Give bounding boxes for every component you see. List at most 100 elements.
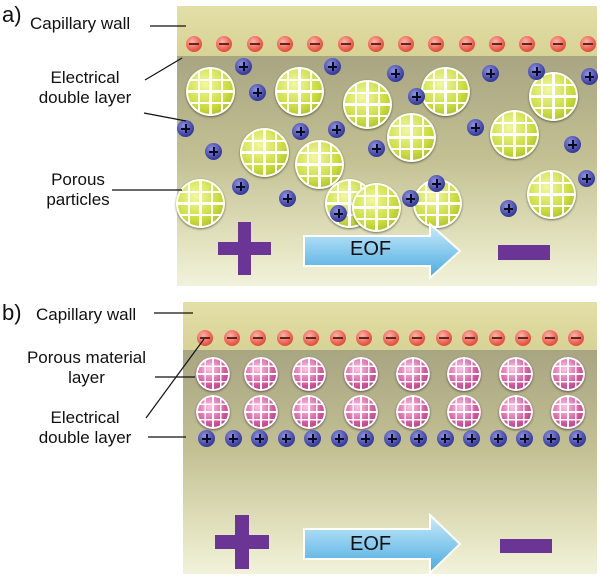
negative-charge-icon [489, 36, 505, 52]
panel-a-tag: a) [2, 2, 22, 27]
porous-material-particle [447, 357, 481, 391]
panel-b-porous-layer-label: Porous material layer [14, 348, 159, 388]
panel-b-cathode-minus-icon [500, 539, 552, 553]
negative-charge-icon [549, 36, 566, 52]
porous-material-particle [551, 357, 585, 391]
positive-ion-icon [489, 430, 507, 447]
positive-ion-icon [368, 140, 385, 157]
positive-ion-icon [564, 136, 581, 153]
porous-particle [387, 113, 436, 162]
positive-ion-icon [277, 430, 295, 447]
positive-ion-icon [500, 200, 517, 217]
panel-a-anode-plus-icon [218, 222, 271, 275]
panel-a-edl-label-line1: Electrical [50, 68, 120, 87]
positive-ion-icon [357, 430, 374, 447]
positive-ion-icon [224, 430, 242, 447]
porous-particle [352, 183, 401, 232]
porous-material-particle [396, 357, 430, 391]
negative-charge-icon [398, 36, 415, 52]
positive-ion-icon [569, 430, 586, 447]
panel-a-porous-particles-line2: particles [46, 190, 110, 209]
porous-material-particle [292, 357, 326, 391]
negative-charge-icon [216, 36, 233, 52]
porous-material-particle [499, 357, 533, 391]
negative-charge-icon [515, 330, 531, 346]
porous-material-particle [292, 395, 326, 429]
porous-material-particle [244, 357, 278, 391]
panel-b-porous-layer-line1: Porous material [26, 348, 147, 367]
panel-b-capillary-wall-label: Capillary wall [36, 305, 137, 324]
negative-charge-icon [337, 36, 354, 52]
negative-charge-icon [488, 330, 505, 346]
negative-charge-icon [458, 36, 475, 52]
negative-charge-icon [250, 330, 266, 346]
porous-material-particle [396, 395, 430, 429]
positive-ion-icon [328, 121, 345, 138]
positive-ion-icon [581, 68, 598, 85]
positive-ion-icon [408, 88, 425, 105]
negative-charge-icon [462, 330, 478, 346]
negative-charge-icon [246, 36, 263, 52]
positive-ion-icon [177, 120, 194, 137]
porous-particle [490, 110, 539, 159]
positive-ion-icon [235, 58, 252, 75]
positive-ion-icon [436, 430, 454, 447]
negative-charge-icon [276, 36, 293, 52]
negative-charge-icon [197, 330, 213, 346]
negative-charge-icon [579, 36, 596, 52]
porous-particle [240, 128, 289, 177]
panel-b-eof-label: EOF [350, 533, 392, 555]
positive-ion-icon [410, 430, 427, 447]
negative-charge-icon [307, 36, 324, 52]
negative-charge-icon [329, 330, 346, 346]
positive-ion-icon [516, 430, 533, 447]
positive-ion-icon [428, 175, 445, 192]
positive-ion-icon [387, 65, 404, 82]
porous-particle [343, 80, 392, 129]
panel-a-porous-particles-label: Porous particles [28, 170, 128, 210]
negative-charge-icon [435, 330, 452, 346]
panel-b-eof-arrow-icon [303, 513, 462, 575]
positive-ion-icon [249, 84, 266, 101]
positive-ion-icon [279, 190, 296, 207]
positive-ion-icon [482, 65, 499, 82]
negative-charge-icon [367, 36, 384, 52]
positive-ion-icon [292, 123, 309, 140]
porous-material-particle [551, 395, 585, 429]
porous-particle [275, 67, 324, 116]
negative-charge-icon [276, 330, 293, 346]
porous-particle [527, 170, 576, 219]
panel-a-eof-arrow-icon [303, 222, 462, 280]
porous-particle [421, 67, 470, 116]
porous-particle [529, 72, 578, 121]
negative-charge-icon [223, 330, 240, 346]
panel-b-edl-label-line2: double layer [38, 428, 132, 447]
porous-material-particle [447, 395, 481, 429]
panel-a-edl-label-line2: double layer [38, 88, 132, 107]
porous-material-particle [196, 395, 230, 429]
panel-a-capillary-wall-label: Capillary wall [30, 14, 131, 33]
positive-ion-icon [304, 430, 321, 447]
panel-b-edl-label-line1: Electrical [50, 408, 120, 427]
negative-charge-icon [519, 36, 536, 52]
positive-ion-icon [205, 143, 222, 160]
negative-charge-icon [382, 330, 399, 346]
negative-charge-icon [186, 36, 202, 52]
panel-a-edl-label: Electrical double layer [20, 68, 150, 108]
positive-ion-icon [402, 190, 419, 207]
panel-b-edl-leader-1 [145, 338, 205, 419]
porous-material-particle [244, 395, 278, 429]
positive-ion-icon [198, 430, 215, 447]
positive-ion-icon [578, 170, 595, 187]
positive-ion-icon [467, 119, 484, 136]
positive-ion-icon [330, 430, 348, 447]
positive-ion-icon [528, 63, 545, 80]
panel-b-porous-layer-line2: layer [68, 368, 105, 387]
positive-ion-icon [232, 178, 249, 195]
porous-particle [295, 140, 344, 189]
porous-material-particle [344, 395, 378, 429]
porous-material-particle [344, 357, 378, 391]
porous-material-particle [196, 357, 230, 391]
negative-charge-icon [568, 330, 584, 346]
negative-charge-icon [409, 330, 425, 346]
